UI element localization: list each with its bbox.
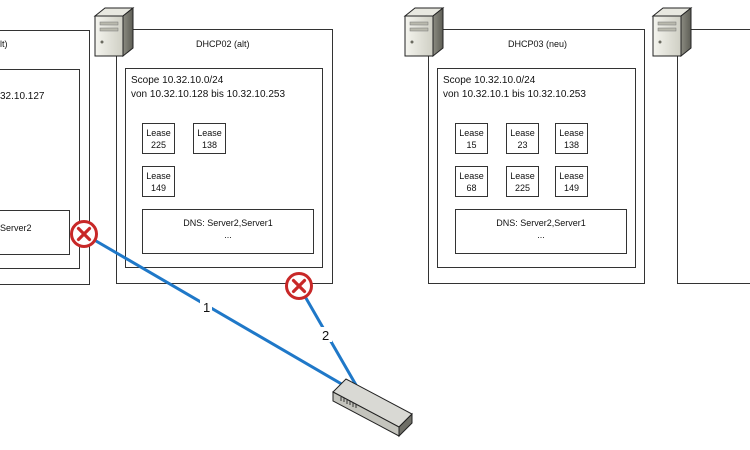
lease-number: 15: [466, 140, 477, 150]
dhcp03-scope-line1: Scope 10.32.10.0/24: [443, 75, 536, 86]
lease-label: Lease: [559, 128, 584, 138]
lease-box: Lease 225: [142, 123, 175, 154]
lease-number: 138: [201, 140, 218, 150]
server-left-scope-text: 32.10.127: [0, 91, 45, 102]
dhcp03-title: DHCP03 (neu): [508, 39, 568, 49]
lease-box: Lease 68: [455, 166, 488, 197]
dhcp03-scope-line2: von 10.32.10.1 bis 10.32.10.253: [443, 89, 586, 100]
lease-label: Lease: [510, 171, 535, 181]
server-left-dns-box: [0, 210, 70, 255]
error-x-icon: [69, 219, 99, 249]
lease-number: 68: [466, 183, 477, 193]
lease-number: 149: [563, 183, 580, 193]
server-left-title: lt): [0, 39, 8, 49]
lease-number: 138: [563, 140, 580, 150]
lease-number: 225: [514, 183, 531, 193]
lease-box: Lease 23: [506, 123, 539, 154]
lease-box: Lease 138: [555, 123, 588, 154]
server-left-dns-text: Server2: [0, 223, 32, 233]
dhcp02-dns-more: ...: [224, 230, 232, 240]
lease-box: Lease 15: [455, 123, 488, 154]
lease-box: Lease 225: [506, 166, 539, 197]
lease-label: Lease: [146, 128, 171, 138]
lease-label: Lease: [559, 171, 584, 181]
lease-label: Lease: [459, 128, 484, 138]
dhcp03-dns-servers: DNS: Server2,Server1: [496, 218, 586, 228]
dhcp03-dns-more: ...: [537, 230, 545, 240]
server-panel-right: [677, 29, 750, 284]
connection-line-1: [82, 232, 359, 395]
lease-box: Lease 149: [142, 166, 175, 197]
server-icon: [404, 7, 444, 57]
lease-box: Lease 138: [193, 123, 226, 154]
lease-number: 225: [150, 140, 167, 150]
dhcp03-dns-box: DNS: Server2,Server1 ...: [455, 209, 627, 254]
server-icon: [652, 7, 692, 57]
dhcp02-dns-servers: DNS: Server2,Server1: [183, 218, 273, 228]
connection-label-1: 1: [203, 300, 210, 315]
lease-box: Lease 149: [555, 166, 588, 197]
lease-label: Lease: [146, 171, 171, 181]
dhcp02-dns-box: DNS: Server2,Server1 ...: [142, 209, 314, 254]
lease-label: Lease: [459, 171, 484, 181]
lease-number: 23: [517, 140, 528, 150]
lease-label: Lease: [510, 128, 535, 138]
dhcp02-scope-line1: Scope 10.32.10.0/24: [131, 75, 224, 86]
network-switch-icon: [332, 378, 413, 438]
error-x-icon: [284, 271, 314, 301]
lease-number: 149: [150, 183, 167, 193]
lease-label: Lease: [197, 128, 222, 138]
server-icon: [94, 7, 134, 57]
dhcp02-title: DHCP02 (alt): [196, 39, 250, 49]
connection-label-2: 2: [322, 328, 329, 343]
dhcp02-scope-line2: von 10.32.10.128 bis 10.32.10.253: [131, 89, 286, 100]
